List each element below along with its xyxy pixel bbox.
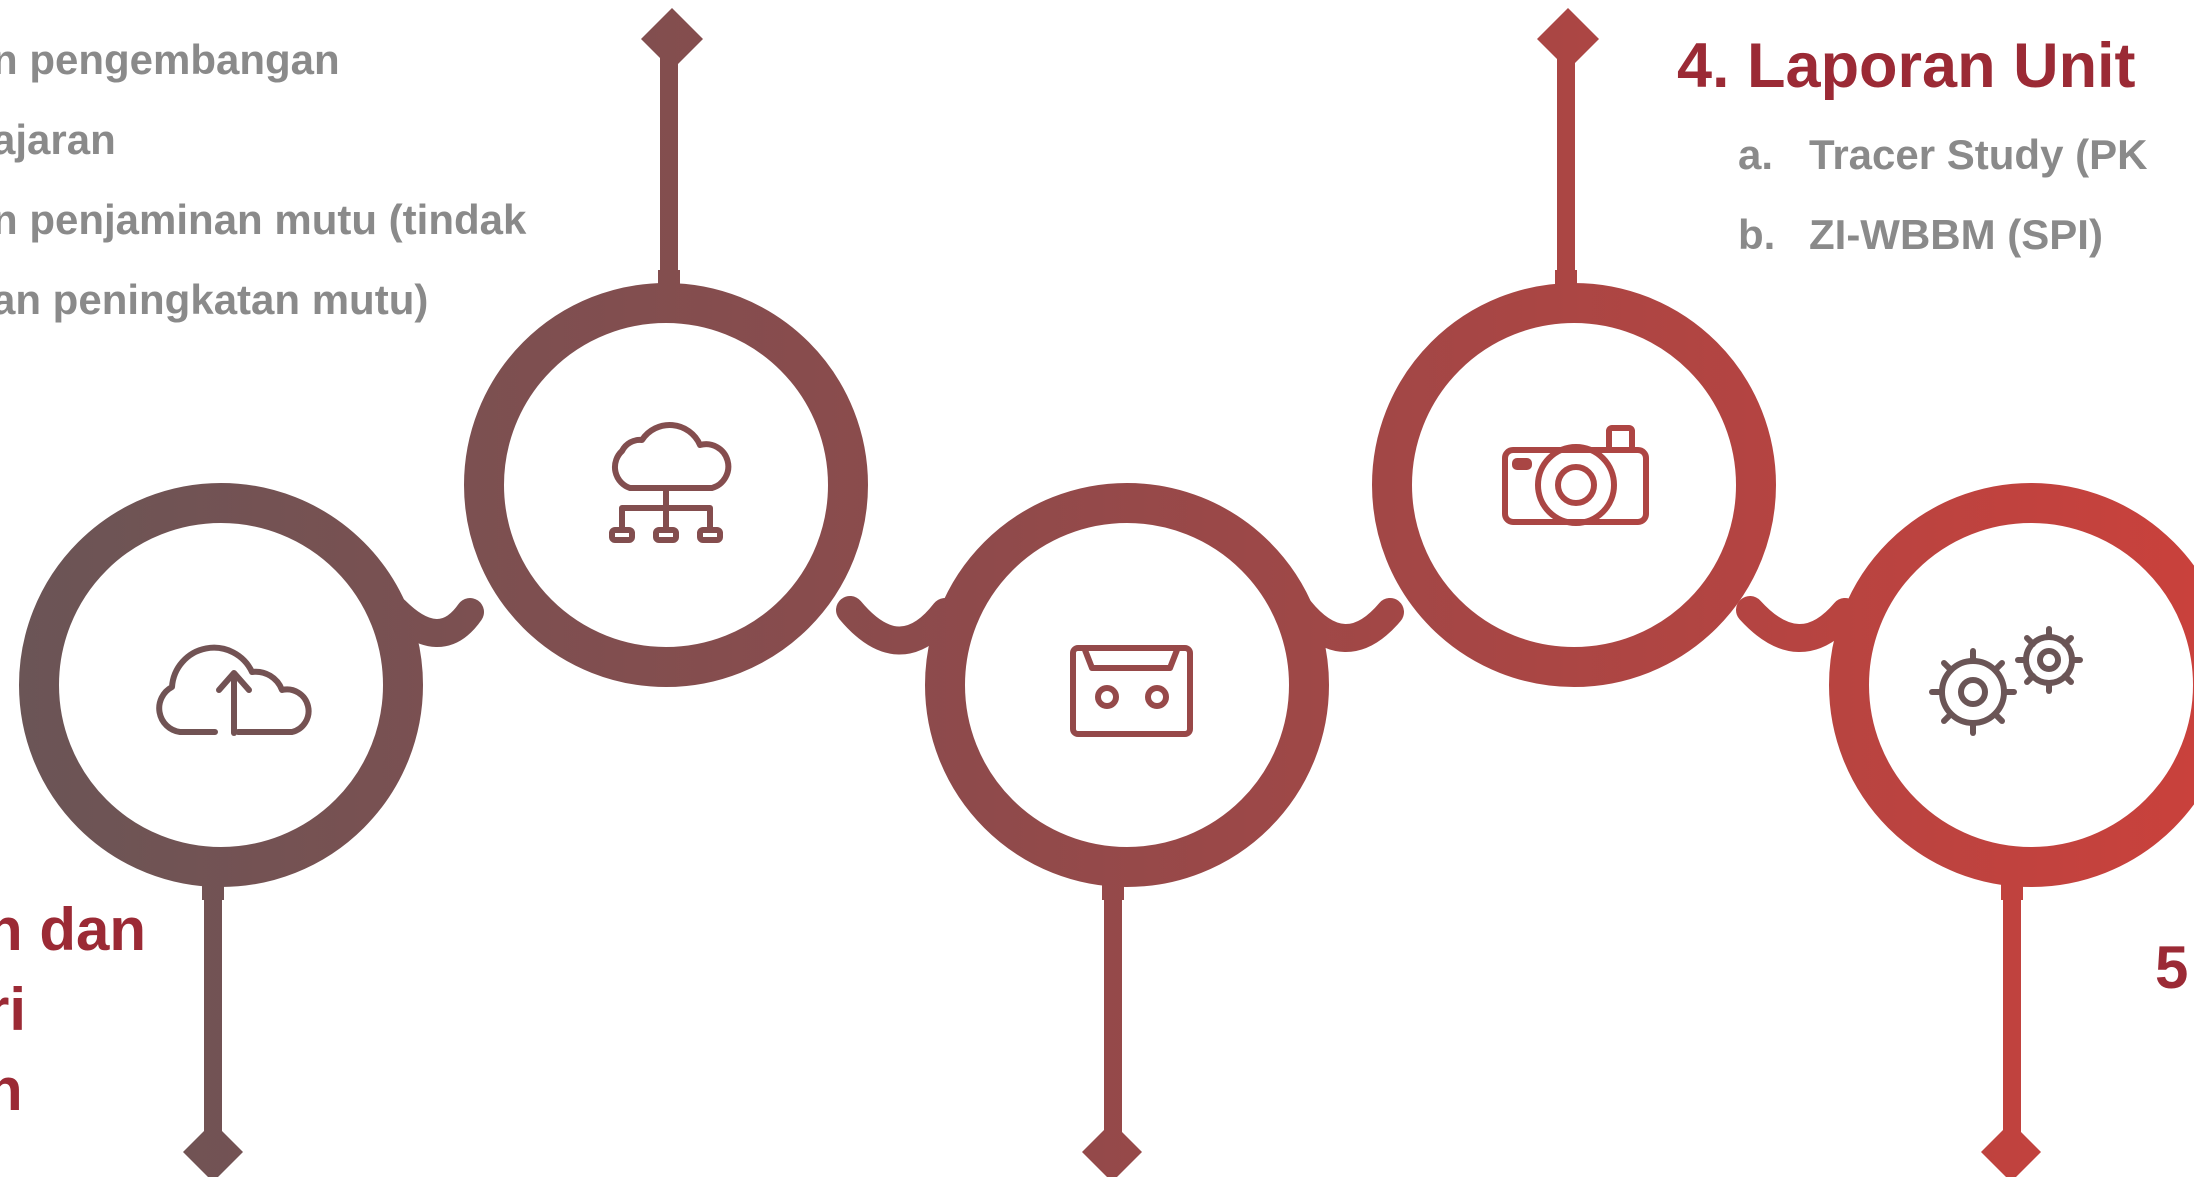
laporan-unit-list: a. Tracer Study (PK b. ZI-WBBM (SPI): [1738, 115, 2147, 275]
stem-joints: [202, 270, 2023, 900]
diamond-marker: [1981, 1122, 2041, 1177]
diamond-marker: [183, 1122, 243, 1177]
list-item: b. ZI-WBBM (SPI): [1738, 195, 2147, 275]
node-ring-4: [1372, 283, 1776, 687]
top-left-text: n pengembangan ajaran n penjaminan mutu …: [0, 20, 526, 340]
gears-icon: [1929, 626, 2083, 736]
top-left-line: an peningkatan mutu): [0, 276, 429, 323]
top-left-line: n penjaminan mutu (tindak: [0, 196, 527, 243]
bottom-right-heading: 5: [2155, 934, 2189, 1001]
list-marker: a.: [1738, 131, 1774, 178]
node-ring-5: [1829, 483, 2194, 887]
node-ring-3: [925, 483, 1329, 887]
list-item-text: ZI-WBBM (SPI): [1809, 211, 2103, 258]
laporan-unit-title: 4. Laporan Unit: [1677, 31, 2136, 101]
diamond-markers: [183, 8, 2041, 1177]
list-item: a. Tracer Study (PK: [1738, 115, 2147, 195]
top-left-line: ajaran: [0, 116, 116, 163]
list-item-text: Tracer Study (PK: [1809, 131, 2148, 178]
bottom-left-line: ri: [0, 976, 27, 1043]
ring-nodes: [19, 283, 2194, 887]
cassette-tape-icon: [1070, 645, 1193, 737]
list-marker: b.: [1738, 211, 1776, 258]
bottom-left-line: n dan: [0, 896, 146, 963]
diamond-marker: [1537, 8, 1599, 70]
cloud-upload-icon: [156, 644, 312, 736]
bottom-left-line: n: [0, 1056, 23, 1123]
camera-icon: [1502, 425, 1649, 526]
cloud-network-icon: [609, 421, 732, 543]
diamond-marker: [1082, 1122, 1142, 1177]
top-left-line: n pengembangan: [0, 36, 340, 83]
connector-stems: [204, 45, 2021, 1140]
diamond-marker: [641, 8, 703, 70]
bottom-left-heading: n dan ri n: [0, 890, 146, 1130]
